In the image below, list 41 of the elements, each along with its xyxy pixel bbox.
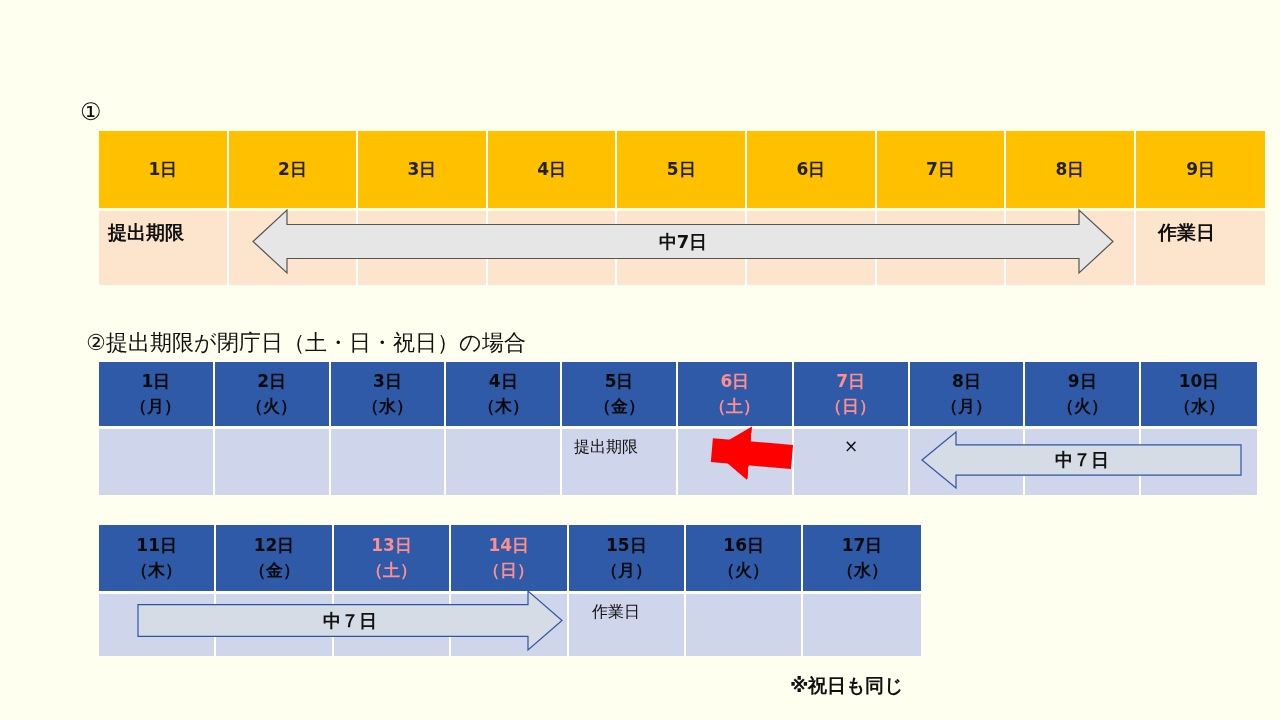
date-label: 1日（月）	[129, 370, 183, 418]
block-arrow	[138, 591, 562, 650]
date-label: 5日	[666, 158, 696, 182]
date-label: 4日（木）	[476, 370, 530, 418]
day-type-label: 作業日	[592, 598, 666, 626]
block-arrow	[922, 432, 1241, 488]
duration-label: 中７日	[1054, 448, 1109, 472]
date-label: 17日（水）	[835, 534, 889, 582]
date-label: 10日（水）	[1172, 370, 1226, 418]
duration-label: 中7日	[658, 229, 708, 254]
section-heading: ①	[80, 98, 102, 126]
date-label: 3日	[407, 158, 437, 182]
date-label: 15日（月）	[599, 534, 653, 582]
date-label: 9日	[1186, 158, 1215, 182]
day-type-label: 作業日	[1158, 216, 1248, 250]
date-label: 8日（月）	[940, 370, 993, 418]
duration-label: 中７日	[323, 608, 377, 633]
date-label: 11日（木）	[130, 534, 184, 582]
date-label: 9日（火）	[1055, 370, 1109, 418]
date-label: 16日（火）	[717, 534, 771, 582]
date-label: 2日	[277, 158, 307, 182]
day-type-label: 提出期限	[574, 432, 666, 462]
block-arrow	[710, 426, 794, 481]
date-label: 8日	[1055, 158, 1085, 182]
date-label: 12日（金）	[247, 534, 301, 582]
note-text: ※祝日も同じ	[790, 673, 904, 698]
date-label: 2日（火）	[245, 370, 299, 418]
date-label: 7日（日）	[824, 370, 878, 418]
cross-mark: ×	[844, 436, 859, 456]
date-label: 3日（水）	[361, 370, 414, 418]
date-label: 6日	[796, 158, 826, 182]
day-type-label: 提出期限	[108, 216, 220, 250]
double-headed-block-arrow	[253, 210, 1113, 273]
date-label: 14日（日）	[482, 534, 536, 582]
date-label: 7日	[925, 158, 955, 182]
date-label: 6日（土）	[708, 370, 762, 418]
date-label: 4日	[537, 158, 566, 182]
section-heading: ②提出期限が閉庁日（土・日・祝日）の場合	[86, 329, 526, 357]
date-label: 1日	[148, 158, 178, 182]
date-label: 5日（金）	[592, 370, 646, 418]
date-label: 13日（土）	[365, 534, 418, 582]
